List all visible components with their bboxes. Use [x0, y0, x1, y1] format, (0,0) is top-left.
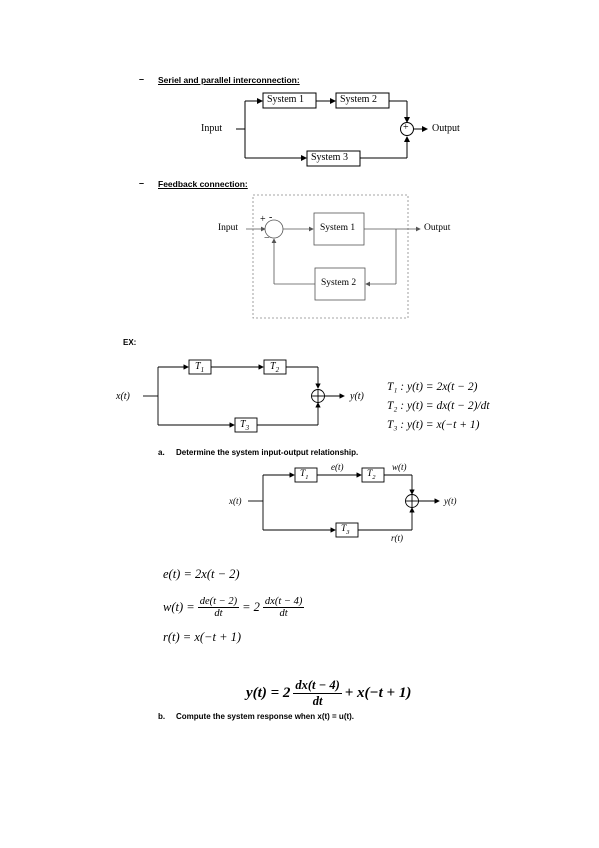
eq-w-frac2: dx(t − 4) dt — [262, 595, 305, 619]
fb-output-label: Output — [424, 223, 451, 233]
fb-minus-sign: - — [269, 212, 273, 223]
eq-w-mid: = 2 — [242, 599, 260, 614]
serial-heading: Seriel and parallel interconnection: — [158, 75, 300, 85]
part-b-text: Compute the system response when x(t) = … — [176, 712, 355, 721]
ex-x-label: x(t) — [116, 391, 130, 402]
part-b-label: b. — [158, 712, 166, 721]
eq-w-lhs: w(t) = — [163, 599, 195, 614]
fb-input-label: Input — [218, 223, 239, 233]
a-t2-label: T2 — [367, 469, 376, 481]
a-t1-label: T1 — [300, 469, 309, 481]
eq-result-frac: dx(t − 4) dt — [293, 677, 342, 708]
ex-t2-label: T2 — [270, 361, 280, 374]
def-t3: T₃ : y(t) = x(−t + 1) — [387, 419, 480, 431]
eq-e: e(t) = 2x(t − 2) — [163, 567, 240, 581]
eq-r: r(t) = x(−t + 1) — [163, 630, 242, 644]
bullet-dash: – — [139, 74, 145, 84]
system-definitions: T₁ : y(t) = 2x(t − 2) T₂ : y(t) = dx(t −… — [387, 378, 490, 435]
a-t3-label: T3 — [341, 524, 350, 536]
fb-system2-box — [314, 267, 366, 301]
example-label: EX: — [123, 338, 137, 347]
fb-system1-label: System 1 — [320, 223, 356, 233]
serial-input-label: Input — [201, 123, 223, 134]
sum-junction — [400, 122, 414, 136]
bullet-dash: – — [139, 178, 145, 188]
ex-y-label: y(t) — [350, 391, 364, 402]
fb-system2-label: System 2 — [321, 278, 357, 288]
ex-t3-label: T3 — [240, 419, 250, 432]
part-a-text: Determine the system input-output relati… — [176, 448, 359, 457]
system3-label: System 3 — [311, 152, 348, 163]
sum-plus: + — [403, 122, 409, 133]
def-t1: T₁ : y(t) = 2x(t − 2) — [387, 381, 478, 393]
a-y-label: y(t) — [444, 496, 457, 506]
fb-system1-box — [313, 212, 365, 246]
serial-output-label: Output — [432, 123, 460, 134]
ex-t1-label: T1 — [195, 361, 205, 374]
eq-w: w(t) = de(t − 2) dt = 2 dx(t − 4) dt — [163, 591, 305, 623]
eq-result-rhs: + x(−t + 1) — [344, 684, 412, 701]
feedback-heading: Feedback connection: — [158, 179, 248, 189]
fb-plus-sign: + — [260, 214, 266, 225]
eq-w-frac1: de(t − 2) dt — [197, 595, 240, 619]
eq-result: y(t) = 2 dx(t − 4) dt + x(−t + 1) — [246, 673, 411, 713]
system1-label: System 1 — [267, 94, 304, 105]
fb-minus-sign-lower: − — [264, 233, 270, 244]
a-x-label: x(t) — [229, 496, 242, 506]
system2-label: System 2 — [340, 94, 377, 105]
a-w-label: w(t) — [392, 462, 407, 472]
a-r-label: r(t) — [391, 533, 403, 543]
part-a-label: a. — [158, 448, 165, 457]
a-e-label: e(t) — [331, 462, 344, 472]
def-t2: T₂ : y(t) = dx(t − 2)/dt — [387, 400, 490, 412]
eq-result-lhs: y(t) = 2 — [246, 684, 291, 701]
